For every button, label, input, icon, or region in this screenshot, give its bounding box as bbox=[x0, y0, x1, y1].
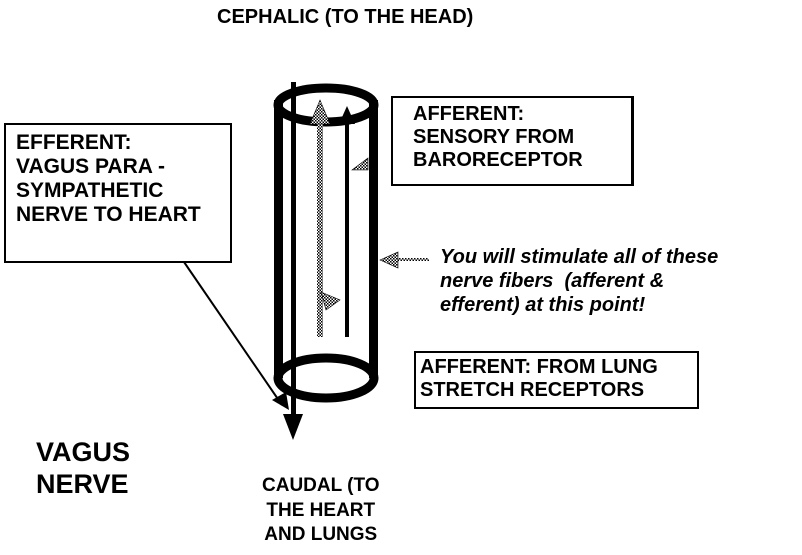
efferent-box-text: EFFERENT: VAGUS PARA - SYMPATHETIC NERVE… bbox=[16, 131, 201, 227]
branch-arrow-icon bbox=[351, 157, 369, 171]
arrowhead-icon bbox=[272, 392, 289, 410]
arrowhead-left-icon bbox=[379, 251, 399, 269]
afferent-baroreceptor-box: AFFERENT: SENSORY FROM BARORECEPTOR bbox=[391, 96, 634, 186]
cylinder-right-wall bbox=[369, 100, 378, 378]
afferent-lung-fiber bbox=[309, 99, 341, 337]
arrowhead-up-icon bbox=[309, 99, 331, 125]
cephalic-label: CEPHALIC (TO THE HEAD) bbox=[217, 6, 474, 28]
afferent-baroreceptor-fiber bbox=[339, 106, 369, 337]
branch-arrow-icon bbox=[320, 291, 341, 311]
stimulation-note: You will stimulate all of these nerve fi… bbox=[440, 246, 719, 316]
afferent-lung-text: AFFERENT: FROM LUNG STRETCH RECEPTORS bbox=[420, 356, 658, 401]
vagus-nerve-title: VAGUS NERVE bbox=[36, 437, 131, 500]
caudal-label: CAUDAL (TO THE HEART AND LUNGS bbox=[262, 475, 380, 546]
arrowhead-down-icon bbox=[283, 414, 303, 440]
stimulation-arrow bbox=[379, 251, 429, 269]
efferent-box: EFFERENT: VAGUS PARA - SYMPATHETIC NERVE… bbox=[4, 123, 232, 263]
nerve-cylinder bbox=[273, 83, 379, 403]
afferent-baroreceptor-text: AFFERENT: SENSORY FROM BARORECEPTOR bbox=[413, 103, 583, 171]
arrowhead-up-icon bbox=[339, 106, 355, 124]
cylinder-left-wall bbox=[274, 100, 283, 378]
efferent-fiber-arrow bbox=[283, 82, 303, 440]
afferent-lung-box: AFFERENT: FROM LUNG STRETCH RECEPTORS bbox=[414, 351, 699, 409]
cylinder-bottom-ellipse bbox=[273, 353, 379, 403]
efferent-pointer-arrow bbox=[183, 261, 289, 410]
